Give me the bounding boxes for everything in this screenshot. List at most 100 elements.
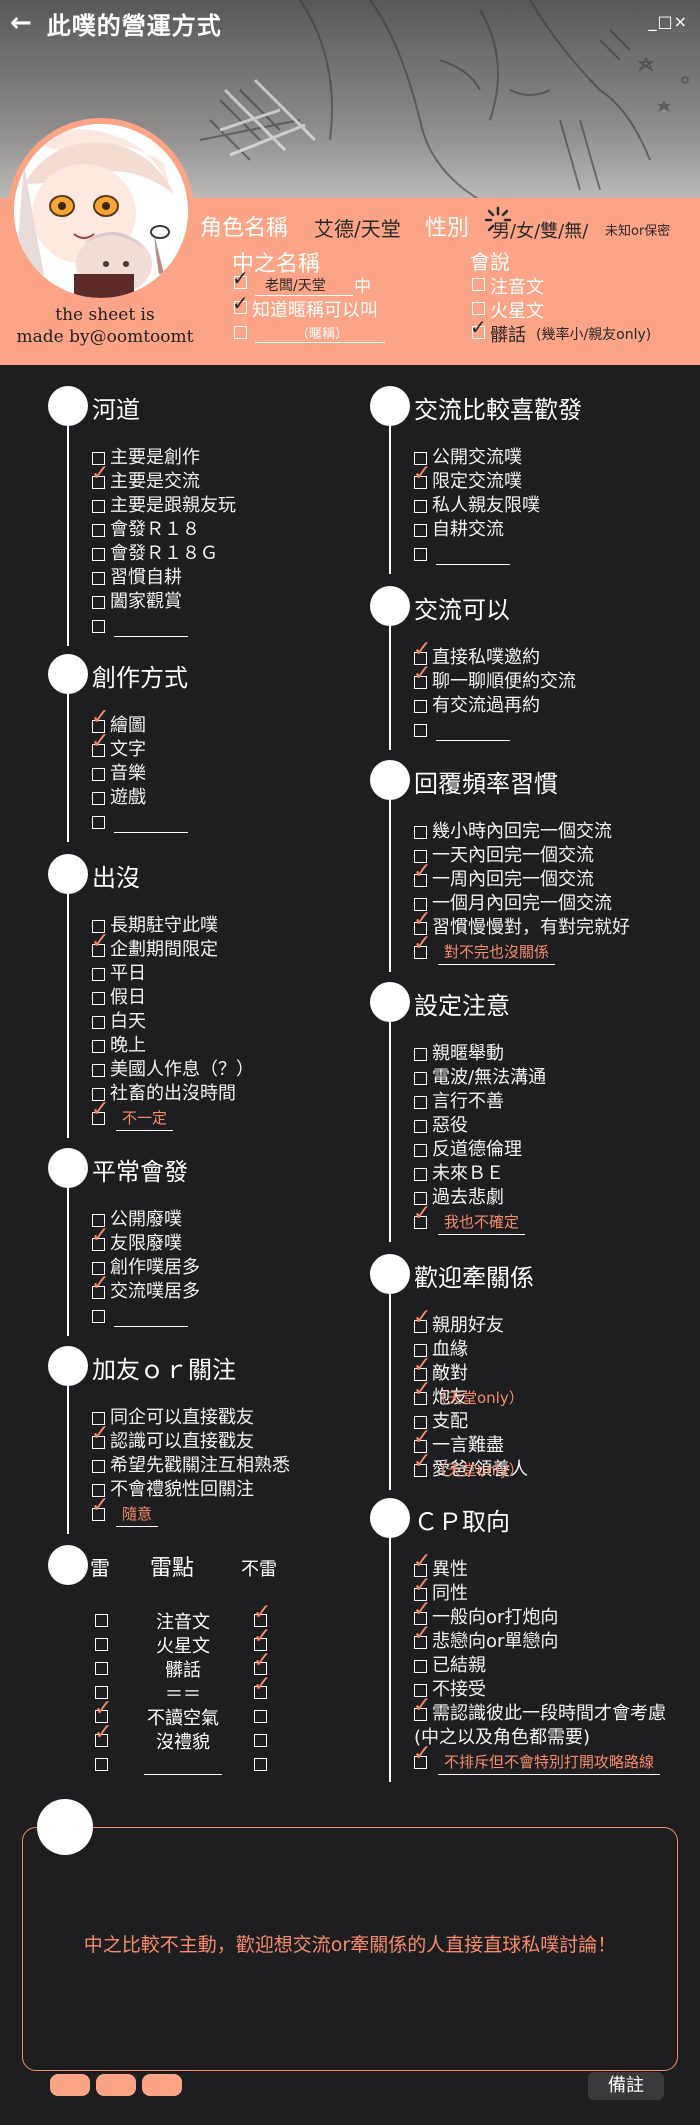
checklist-item[interactable]: ✓我也不確定 <box>413 1202 700 1235</box>
checkbox[interactable] <box>414 1096 427 1109</box>
mine-right-checkbox[interactable] <box>254 1758 267 1771</box>
pl-nick-checkbox[interactable] <box>234 301 247 314</box>
checkbox[interactable] <box>414 700 427 713</box>
checklist-item[interactable]: 反道德倫理 <box>414 1138 700 1162</box>
checkbox[interactable] <box>92 992 105 1005</box>
checkbox[interactable] <box>92 620 105 633</box>
checkbox[interactable] <box>414 724 427 737</box>
checklist-item[interactable]: ✓不一定 <box>91 1098 392 1131</box>
checkbox[interactable] <box>92 1016 105 1029</box>
checkbox[interactable] <box>414 676 427 689</box>
checkbox[interactable] <box>92 720 105 733</box>
checklist-item[interactable]: ✓隨意 <box>91 1494 392 1527</box>
back-arrow-icon[interactable]: ← <box>10 8 33 38</box>
checkbox[interactable] <box>414 1144 427 1157</box>
checkbox[interactable] <box>414 1168 427 1181</box>
checkbox[interactable] <box>92 452 105 465</box>
checklist-item[interactable]: 習慣自耕 <box>92 566 392 590</box>
checkbox[interactable] <box>92 768 105 781</box>
checklist-item[interactable]: ✓一般向or打炮向 <box>413 1598 700 1630</box>
checkbox[interactable] <box>92 792 105 805</box>
speech-option-checkbox[interactable] <box>472 326 485 339</box>
checkbox[interactable] <box>414 524 427 537</box>
checkbox[interactable] <box>414 826 427 839</box>
checklist-item[interactable]: ✓繪圖 <box>91 706 392 738</box>
checkbox[interactable] <box>414 946 427 959</box>
footer-pill-2[interactable] <box>96 2074 136 2096</box>
checkbox[interactable] <box>414 1216 427 1229</box>
checkbox[interactable] <box>414 1048 427 1061</box>
checklist-item[interactable]: 美國人作息（？） <box>92 1058 392 1082</box>
checkbox[interactable] <box>92 1436 105 1449</box>
checklist-item[interactable]: 支配 <box>414 1410 700 1434</box>
checklist-item[interactable]: ✓一言難盡 <box>413 1426 700 1458</box>
checkbox[interactable] <box>92 1088 105 1101</box>
checklist-item[interactable]: 親暱舉動 <box>414 1042 700 1066</box>
checklist-item[interactable] <box>92 614 392 638</box>
checkbox[interactable] <box>414 1612 427 1625</box>
checklist-item[interactable]: 惡役 <box>414 1114 700 1138</box>
checklist-item[interactable]: 會發Ｒ１８Ｇ <box>92 542 392 566</box>
checkbox[interactable] <box>414 1368 427 1381</box>
checklist-item[interactable]: 公開廢噗 <box>92 1208 392 1232</box>
checkbox[interactable] <box>92 524 105 537</box>
checkbox[interactable] <box>92 1064 105 1077</box>
mine-right-checkbox[interactable] <box>254 1662 267 1675</box>
checklist-item[interactable]: ✓親朋好友 <box>413 1306 700 1338</box>
checkbox[interactable] <box>92 572 105 585</box>
checklist-item[interactable]: ✓直接私噗邀約 <box>413 638 700 670</box>
checklist-item[interactable] <box>92 1304 392 1328</box>
checkbox[interactable] <box>414 548 427 561</box>
checkbox[interactable] <box>414 1464 427 1477</box>
checklist-item[interactable]: 自耕交流 <box>414 518 700 542</box>
checklist-item[interactable]: ✓文字 <box>91 730 392 762</box>
checklist-item[interactable]: 血緣 <box>414 1338 700 1362</box>
mine-left-checkbox[interactable] <box>95 1710 108 1723</box>
checklist-item[interactable]: ✓同性 <box>413 1574 700 1606</box>
checkbox[interactable] <box>92 1040 105 1053</box>
checklist-item[interactable]: ✓炮友（天堂only） <box>413 1378 700 1410</box>
checklist-item[interactable] <box>414 718 700 742</box>
checklist-item[interactable]: 有交流過再約 <box>414 694 700 718</box>
checklist-item[interactable]: 闔家觀賞 <box>92 590 392 614</box>
checkbox[interactable] <box>414 1392 427 1405</box>
checkbox[interactable] <box>414 1636 427 1649</box>
mine-right-checkbox[interactable] <box>254 1638 267 1651</box>
checkbox[interactable] <box>414 1684 427 1697</box>
checklist-item[interactable]: 幾小時內回完一個交流 <box>414 820 700 844</box>
checkbox[interactable] <box>92 1214 105 1227</box>
checklist-item[interactable]: ✓悲戀向or單戀向 <box>413 1622 700 1654</box>
checkbox[interactable] <box>414 1756 427 1769</box>
pl-nick-custom-checkbox[interactable] <box>234 326 247 339</box>
checkbox[interactable] <box>414 476 427 489</box>
checklist-item[interactable]: 一天內回完一個交流 <box>414 844 700 868</box>
checklist-item[interactable]: 假日 <box>92 986 392 1010</box>
checkbox[interactable] <box>414 1320 427 1333</box>
checklist-item[interactable]: ✓企劃期間限定 <box>91 930 392 962</box>
checkbox[interactable] <box>92 816 105 829</box>
mine-left-checkbox[interactable] <box>95 1686 108 1699</box>
mine-right-checkbox[interactable] <box>254 1614 267 1627</box>
checklist-item[interactable] <box>414 542 700 566</box>
memo-button[interactable]: 備註 <box>588 2072 664 2100</box>
checklist-item[interactable]: 白天 <box>92 1010 392 1034</box>
checkbox[interactable] <box>92 1508 105 1521</box>
checkbox[interactable] <box>92 1262 105 1275</box>
checkbox[interactable] <box>414 500 427 513</box>
checklist-item[interactable]: 不會禮貌性回關注 <box>92 1478 392 1502</box>
checkbox[interactable] <box>92 1238 105 1251</box>
checkbox[interactable] <box>414 1588 427 1601</box>
checklist-item[interactable]: ✓聊一聊順便約交流 <box>413 662 700 694</box>
checkbox[interactable] <box>92 596 105 609</box>
checkbox[interactable] <box>414 874 427 887</box>
checkbox[interactable] <box>414 452 427 465</box>
checkbox[interactable] <box>92 476 105 489</box>
checkbox[interactable] <box>414 1440 427 1453</box>
checklist-item[interactable]: 希望先戳關注互相熟悉 <box>92 1454 392 1478</box>
checklist-item[interactable]: ✓認識可以直接戳友 <box>91 1422 392 1454</box>
checklist-item[interactable]: 同企可以直接戳友 <box>92 1406 392 1430</box>
checklist-item[interactable]: 已結親 <box>414 1654 700 1678</box>
checkbox[interactable] <box>92 1460 105 1473</box>
checklist-item[interactable]: 會發Ｒ１８ <box>92 518 392 542</box>
mine-left-checkbox[interactable] <box>95 1734 108 1747</box>
